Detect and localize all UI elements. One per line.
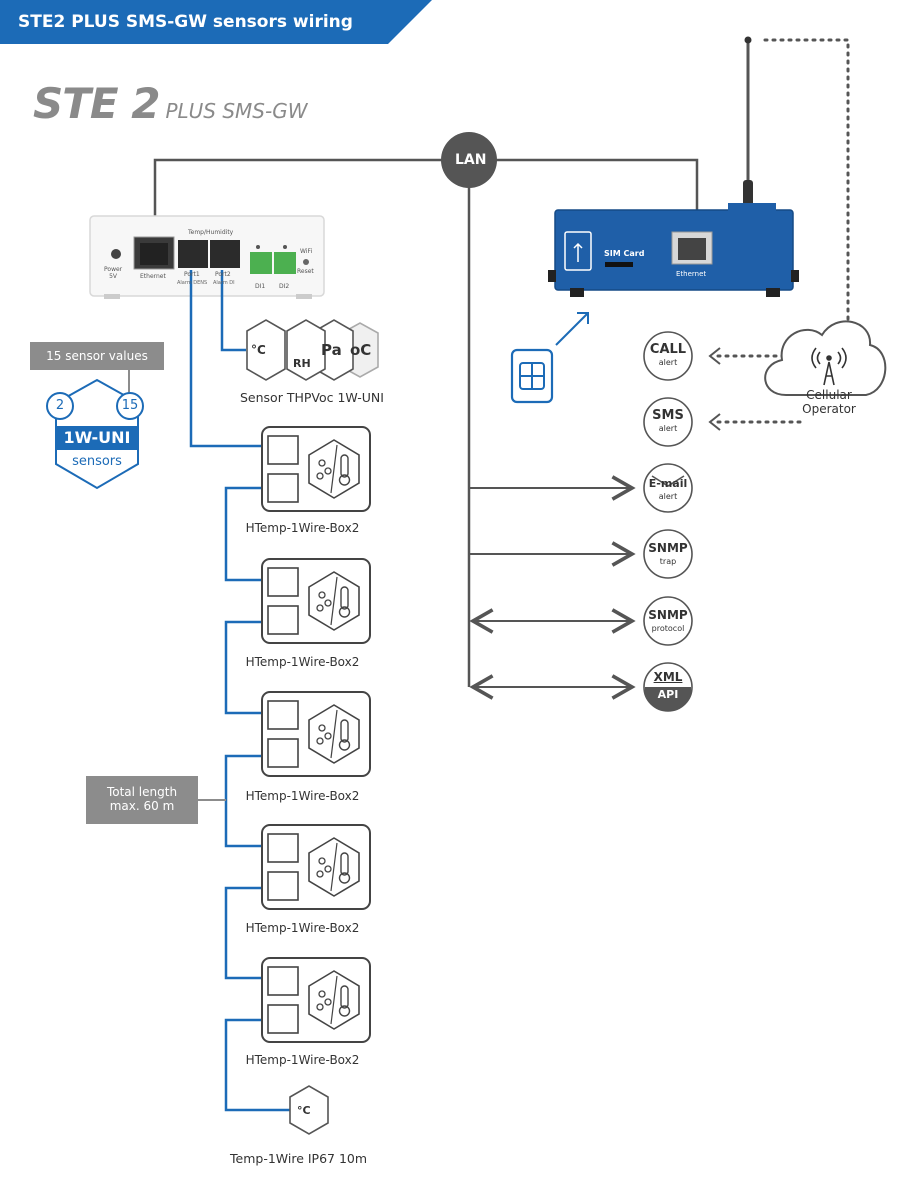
di1-label: DI1 bbox=[255, 283, 266, 290]
cellular-line2: Operator bbox=[802, 402, 856, 416]
reset-label: Reset bbox=[297, 268, 314, 275]
terminal-di2 bbox=[274, 252, 296, 274]
sensor-values-label: 15 sensor values bbox=[46, 349, 148, 363]
logo-main: STE 2 bbox=[33, 79, 160, 128]
sensor-thpvoc-icons bbox=[246, 319, 379, 381]
email-alert-title: E-mail bbox=[648, 477, 688, 490]
length-note-line1: Total length bbox=[106, 785, 178, 799]
snmp-trap-sub: trap bbox=[659, 557, 677, 566]
lan-arrows bbox=[469, 475, 636, 700]
title-banner-shape bbox=[0, 0, 432, 44]
cellular-line1: Cellular bbox=[806, 388, 852, 402]
badge-subtitle: sensors bbox=[72, 454, 122, 469]
badge-right-number: 15 bbox=[121, 398, 139, 413]
htemp-boxes bbox=[261, 426, 371, 1043]
device-front bbox=[89, 215, 325, 299]
xml-api-sub: API bbox=[657, 688, 679, 701]
badge-left-number: 2 bbox=[55, 398, 65, 413]
ethernet-back-label: Ethernet bbox=[676, 270, 707, 278]
call-alert-sub: alert bbox=[658, 358, 678, 367]
temp-probe-icon bbox=[289, 1085, 329, 1135]
sensor-thpvoc-label: Sensor THPVoc 1W-UNI bbox=[240, 390, 384, 405]
length-note-connector bbox=[198, 799, 226, 801]
temp-probe-icon-text: °C bbox=[297, 1104, 311, 1117]
htemp-box-5 bbox=[261, 957, 371, 1043]
sensor-icon-rh: RH bbox=[293, 357, 311, 370]
port2-sub-label: Alarm DI bbox=[213, 280, 235, 286]
port2-label: Port2 bbox=[215, 271, 231, 278]
badge-title: 1W-UNI bbox=[63, 428, 131, 447]
sms-alert-sub: alert bbox=[658, 424, 678, 433]
temp-humidity-label: Temp/Humidity bbox=[188, 229, 234, 236]
snmp-protocol-title: SNMP bbox=[648, 608, 688, 622]
ethernet-front-label: Ethernet bbox=[140, 273, 166, 280]
email-alert-sub: alert bbox=[658, 492, 678, 501]
wifi-label: WiFi bbox=[300, 248, 313, 255]
page-title: STE2 PLUS SMS-GW sensors wiring bbox=[18, 12, 353, 32]
box-label-1: HTemp-1Wire-Box2 bbox=[245, 521, 360, 535]
di2-label: DI2 bbox=[279, 283, 290, 290]
port1-label: Port1 bbox=[184, 271, 200, 278]
box-label-3: HTemp-1Wire-Box2 bbox=[245, 789, 360, 803]
box-label-2: HTemp-1Wire-Box2 bbox=[245, 655, 360, 669]
htemp-box-1 bbox=[261, 426, 371, 512]
snmp-trap-title: SNMP bbox=[648, 541, 688, 555]
htemp-box-2 bbox=[261, 558, 371, 644]
port1-sub-label: Alarm DENS bbox=[177, 280, 208, 286]
htemp-box-4 bbox=[261, 824, 371, 910]
rj-port1 bbox=[178, 240, 208, 268]
lan-hub-icon bbox=[441, 132, 497, 188]
sim-card-label: SIM Card bbox=[604, 249, 645, 258]
lan-label: LAN bbox=[455, 152, 487, 168]
sim-insert-arrow bbox=[555, 312, 589, 346]
sensor-icon-celsius: °C bbox=[251, 343, 266, 357]
sensor-icon-pa: Pa bbox=[321, 341, 342, 359]
xml-api-title: XML bbox=[653, 670, 683, 684]
temp-probe-label: Temp-1Wire IP67 10m bbox=[230, 1151, 368, 1166]
sms-alert-title: SMS bbox=[652, 408, 684, 423]
sim-card-slot-icon bbox=[564, 231, 592, 271]
htemp-box-3 bbox=[261, 691, 371, 777]
cell-tower-icon bbox=[811, 347, 847, 386]
sensor-icon-voc: oC bbox=[350, 341, 372, 359]
box-label-5: HTemp-1Wire-Box2 bbox=[245, 1053, 360, 1067]
cellular-dotted-link bbox=[763, 38, 850, 324]
cloud-icon bbox=[764, 320, 887, 396]
rj-port2 bbox=[210, 240, 240, 268]
length-note: Total length max. 60 m bbox=[86, 776, 198, 824]
onewire-bus bbox=[189, 270, 290, 1112]
output-badges bbox=[643, 331, 693, 712]
lan-wiring bbox=[153, 158, 699, 687]
terminal-di1 bbox=[250, 252, 272, 274]
logo-sub: PLUS SMS-GW bbox=[165, 99, 308, 123]
snmp-protocol-sub: protocol bbox=[651, 624, 685, 633]
box-label-4: HTemp-1Wire-Box2 bbox=[245, 921, 360, 935]
call-alert-title: CALL bbox=[649, 342, 687, 357]
power-label: Power 5V bbox=[104, 266, 123, 280]
device-back bbox=[548, 203, 799, 297]
length-note-line2: max. 60 m bbox=[109, 799, 175, 813]
badge-1wuni bbox=[30, 342, 164, 490]
